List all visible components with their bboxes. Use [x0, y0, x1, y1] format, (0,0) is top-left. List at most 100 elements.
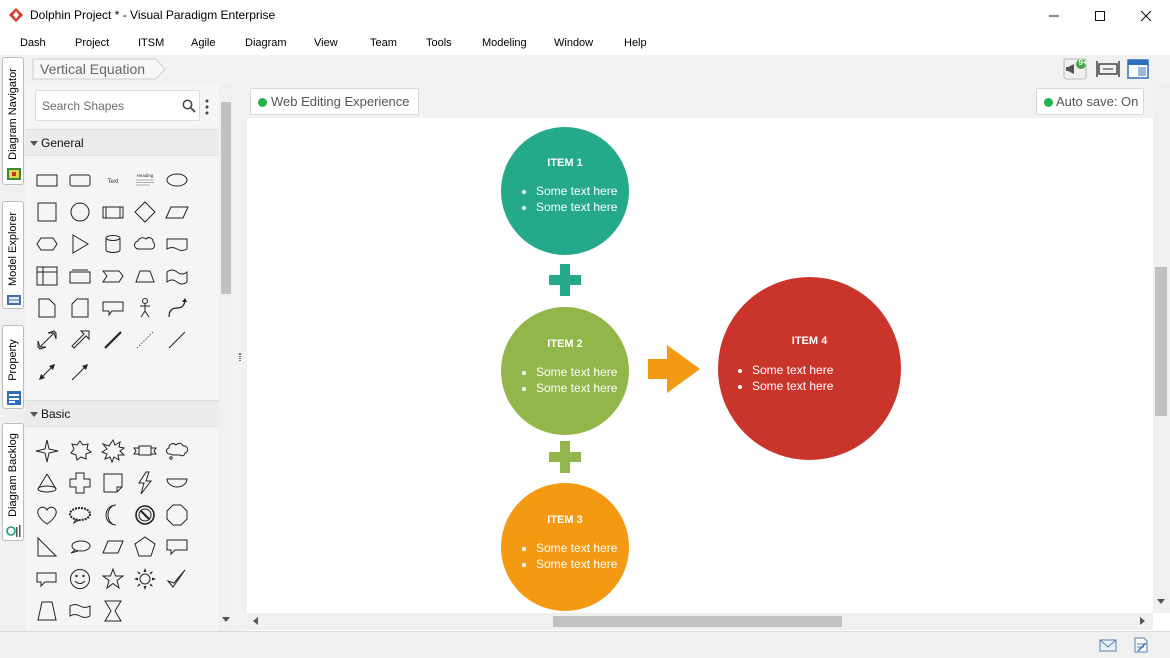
plus-connector-1-icon[interactable]: [548, 263, 582, 297]
shape-moon[interactable]: [100, 502, 126, 528]
shape-trapezoid-tall[interactable]: [34, 598, 60, 624]
panel-splitter[interactable]: [233, 85, 247, 631]
shape-cross[interactable]: [67, 470, 93, 496]
shape-diamond[interactable]: [132, 199, 158, 225]
palette-scrollbar[interactable]: [219, 85, 233, 631]
canvas-horizontal-scrollbar[interactable]: [247, 613, 1153, 630]
shape-right-triangle[interactable]: [34, 534, 60, 560]
shape-hourglass[interactable]: [100, 598, 126, 624]
shape-parallelogram[interactable]: [164, 199, 190, 225]
shape-heading[interactable]: Heading: [132, 167, 158, 193]
menu-view[interactable]: View: [314, 37, 338, 49]
close-button[interactable]: [1123, 0, 1169, 32]
maximize-button[interactable]: [1077, 0, 1123, 32]
palette-scroll-thumb[interactable]: [221, 102, 231, 294]
shape-no-symbol[interactable]: [132, 502, 158, 528]
shape-table[interactable]: [34, 263, 60, 289]
diagram-item-1[interactable]: ITEM 1 Some text here Some text here: [501, 127, 629, 255]
arrow-connector-icon[interactable]: [647, 344, 701, 394]
tab-diagram-navigator[interactable]: Diagram Navigator: [2, 57, 24, 185]
shape-triangle[interactable]: [67, 231, 93, 257]
shape-card-corner[interactable]: [67, 295, 93, 321]
shape-slanted-rectangle[interactable]: [100, 534, 126, 560]
breadcrumb[interactable]: Vertical Equation: [32, 58, 166, 80]
canvas-vertical-scrollbar[interactable]: [1153, 85, 1170, 613]
tab-property[interactable]: Property: [2, 325, 24, 409]
shape-rectangle-callout[interactable]: [164, 534, 190, 560]
menu-window[interactable]: Window: [554, 37, 594, 49]
diagram-item-3[interactable]: ITEM 3 Some text here Some text here: [501, 483, 629, 611]
shape-trapezoid[interactable]: [132, 263, 158, 289]
shape-circle[interactable]: [67, 199, 93, 225]
menu-itsm[interactable]: ITSM: [138, 37, 165, 49]
notification-button[interactable]: [1063, 58, 1087, 80]
shape-octagon[interactable]: [164, 502, 190, 528]
shape-folded-corner[interactable]: [100, 470, 126, 496]
web-editing-badge[interactable]: Web Editing Experience: [250, 88, 419, 115]
shape-four-point-star[interactable]: [34, 438, 60, 464]
shape-note[interactable]: [34, 295, 60, 321]
category-general[interactable]: General: [25, 129, 219, 156]
diagram-item-2[interactable]: ITEM 2 Some text here Some text here: [501, 307, 629, 435]
shape-process[interactable]: [100, 199, 126, 225]
plus-connector-2-icon[interactable]: [548, 440, 582, 474]
horizontal-scroll-thumb[interactable]: [553, 616, 842, 627]
shape-document[interactable]: [164, 231, 190, 257]
scroll-left-arrow-icon[interactable]: [253, 617, 258, 625]
shape-rounded-rectangle[interactable]: [67, 167, 93, 193]
shape-oval-callout[interactable]: [67, 534, 93, 560]
menu-tools[interactable]: Tools: [426, 37, 452, 49]
shape-speech-oval[interactable]: [67, 502, 93, 528]
shape-callout[interactable]: [100, 295, 126, 321]
search-icon[interactable]: [182, 99, 196, 113]
shape-explosion[interactable]: [100, 438, 126, 464]
shape-square[interactable]: [34, 199, 60, 225]
shape-wave[interactable]: [164, 263, 190, 289]
layout-panel-button[interactable]: [1126, 58, 1150, 80]
menu-help[interactable]: Help: [624, 37, 647, 49]
shape-pentagon[interactable]: [132, 534, 158, 560]
shape-check-mark[interactable]: [164, 566, 190, 592]
shape-text[interactable]: Text: [100, 167, 126, 193]
menu-team[interactable]: Team: [370, 37, 397, 49]
auto-save-badge[interactable]: Auto save: On: [1036, 88, 1144, 115]
shape-cloud-callout[interactable]: [164, 438, 190, 464]
shape-block-arrow[interactable]: [67, 327, 93, 353]
diagram-canvas[interactable]: ITEM 1 Some text here Some text here ITE…: [247, 118, 1153, 613]
shape-cloud[interactable]: [132, 231, 158, 257]
tab-diagram-backlog[interactable]: Diagram Backlog: [2, 423, 24, 541]
menu-modeling[interactable]: Modeling: [482, 37, 527, 49]
shape-double-wave[interactable]: [67, 598, 93, 624]
menu-project[interactable]: Project: [75, 37, 110, 49]
shape-double-arrow[interactable]: [34, 327, 60, 353]
shape-lightning[interactable]: [132, 470, 158, 496]
scroll-down-arrow-icon[interactable]: [222, 617, 230, 622]
scroll-right-arrow-icon[interactable]: [1140, 617, 1145, 625]
shape-card[interactable]: [67, 263, 93, 289]
shape-dashed-line[interactable]: [132, 327, 158, 353]
shape-arrow[interactable]: [67, 359, 93, 385]
shape-actor[interactable]: [132, 295, 158, 321]
shape-hexagon[interactable]: [34, 231, 60, 257]
search-shapes-input[interactable]: [42, 91, 174, 120]
shape-line[interactable]: [164, 327, 190, 353]
shape-star[interactable]: [100, 566, 126, 592]
shape-cylinder[interactable]: [100, 231, 126, 257]
shape-small-callout[interactable]: [34, 566, 60, 592]
shape-cone[interactable]: [34, 470, 60, 496]
scroll-down-arrow-icon[interactable]: [1157, 599, 1165, 604]
shape-rectangle[interactable]: [34, 167, 60, 193]
shape-chevron[interactable]: [100, 263, 126, 289]
menu-diagram[interactable]: Diagram: [245, 37, 287, 49]
diagram-item-4[interactable]: ITEM 4 Some text here Some text here: [718, 277, 901, 460]
shape-sun[interactable]: [132, 566, 158, 592]
shape-curve[interactable]: [164, 295, 190, 321]
edit-document-icon[interactable]: [1132, 637, 1150, 653]
shape-ribbon[interactable]: [132, 438, 158, 464]
tab-model-explorer[interactable]: Model Explorer: [2, 201, 24, 309]
shape-bidirectional-arrow[interactable]: [34, 359, 60, 385]
shape-thick-line[interactable]: [100, 327, 126, 353]
minimize-button[interactable]: [1031, 0, 1077, 32]
menu-agile[interactable]: Agile: [191, 37, 216, 49]
fit-diagram-button[interactable]: [1096, 58, 1120, 80]
